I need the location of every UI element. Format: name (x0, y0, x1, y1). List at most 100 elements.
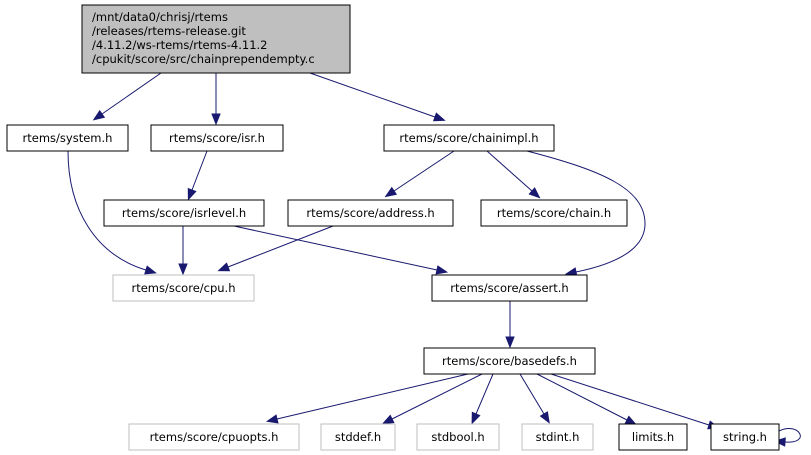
arrowhead (384, 186, 398, 198)
node-label: rtems/score/cpu.h (131, 281, 235, 295)
edge-line (67, 150, 147, 271)
edge-line (276, 373, 469, 420)
arrowhead (505, 336, 515, 349)
edge-isr-to-isrlevel (187, 150, 208, 201)
node-address[interactable]: rtems/score/address.h (287, 199, 454, 227)
node-stddef: stddef.h (320, 423, 396, 451)
node-box (320, 423, 396, 451)
node-label: rtems/score/cpuopts.h (150, 430, 279, 444)
arrowhead (265, 414, 279, 424)
edge-line (227, 225, 334, 268)
arrowhead (471, 411, 481, 425)
edge-chainimpl-to-address (384, 150, 455, 198)
arrowhead (187, 187, 197, 201)
edge-chainimpl-to-chain (486, 150, 541, 199)
node-cpu: rtems/score/cpu.h (112, 274, 255, 302)
edge-line (475, 373, 494, 415)
edge-basedefs-to-stdint (519, 373, 550, 424)
arrowhead (217, 262, 231, 272)
arrowhead (624, 415, 638, 426)
node-box (431, 274, 588, 302)
node-label: limits.h (632, 430, 674, 444)
node-label: stddef.h (335, 430, 381, 444)
arrowhead (539, 411, 550, 424)
edge-isrlevel-to-cpu (178, 226, 188, 276)
edge-basedefs-to-limits (536, 373, 638, 426)
node-label: stdbool.h (431, 430, 484, 444)
edge-root-to-isr (211, 73, 221, 126)
node-label: rtems/score/chain.h (497, 206, 611, 220)
arrowhead (773, 437, 786, 447)
node-label-line: /cpukit/score/src/chainprependempty.c (92, 52, 315, 66)
edge-line (233, 225, 438, 271)
edge-line (191, 150, 208, 191)
node-label: string.h (723, 430, 767, 444)
node-label: rtems/score/chainimpl.h (399, 131, 538, 145)
node-box (81, 4, 351, 74)
edge-line (519, 373, 545, 415)
node-cpuopts: rtems/score/cpuopts.h (128, 423, 300, 451)
arrowhead (381, 414, 395, 425)
node-chain[interactable]: rtems/score/chain.h (480, 199, 628, 227)
node-isrlevel[interactable]: rtems/score/isrlevel.h (103, 199, 265, 227)
edge-line (309, 72, 436, 118)
arrowhead (144, 265, 157, 275)
node-string[interactable]: string.h (710, 423, 780, 451)
edge-address-to-cpu (217, 225, 334, 272)
node-box (480, 199, 628, 227)
edge-line (393, 150, 455, 192)
node-label: rtems/score/address.h (306, 206, 434, 220)
node-isr[interactable]: rtems/score/isr.h (150, 124, 284, 152)
arrowhead (435, 265, 449, 275)
node-basedefs[interactable]: rtems/score/basedefs.h (423, 347, 596, 375)
node-box (710, 423, 780, 451)
edge-basedefs-to-string (550, 373, 720, 430)
edge-line (101, 72, 162, 115)
arrowhead (432, 112, 446, 122)
node-label: rtems/score/isrlevel.h (122, 206, 246, 220)
node-root[interactable]: /mnt/data0/chrisj/rtems/releases/rtems-r… (81, 4, 351, 74)
node-box (112, 274, 255, 302)
edge-isrlevel-to-assert (233, 225, 449, 275)
node-box (416, 423, 500, 451)
node-system[interactable]: rtems/system.h (6, 124, 129, 152)
arrowhead (528, 187, 541, 199)
node-label-line: /4.11.2/ws-rtems/rtems-4.11.2 (92, 38, 268, 52)
node-stdint: stdint.h (521, 423, 594, 451)
node-box (521, 423, 594, 451)
edge-line (526, 150, 646, 273)
edge-line (536, 373, 628, 421)
node-box (150, 124, 284, 152)
edge-string-to-string (773, 428, 801, 447)
edge-line (778, 428, 801, 443)
edge-line (550, 373, 710, 426)
node-limits[interactable]: limits.h (618, 423, 688, 451)
node-assert[interactable]: rtems/score/assert.h (431, 274, 588, 302)
arrowhead (92, 109, 106, 121)
node-box (287, 199, 454, 227)
edge-basedefs-to-stddef (381, 373, 483, 425)
edge-basedefs-to-stdbool (471, 373, 494, 425)
node-label: stdint.h (536, 430, 580, 444)
edge-system-to-cpu (67, 150, 157, 275)
node-box (6, 124, 129, 152)
node-box (618, 423, 688, 451)
edge-root-to-system (92, 72, 162, 121)
edge-line (391, 373, 483, 420)
edge-root-to-chainimpl (309, 72, 446, 122)
edge-line (486, 150, 533, 192)
node-label: rtems/score/basedefs.h (442, 354, 577, 368)
node-label: rtems/score/isr.h (169, 131, 265, 145)
node-label: rtems/system.h (23, 131, 113, 145)
node-box (128, 423, 300, 451)
node-chainimpl[interactable]: rtems/score/chainimpl.h (383, 124, 555, 152)
arrowhead (178, 263, 188, 276)
node-label: rtems/score/assert.h (450, 281, 568, 295)
node-box (103, 199, 265, 227)
node-box (423, 347, 596, 375)
node-label-line: /releases/rtems-release.git (92, 24, 246, 38)
arrowhead (211, 113, 221, 126)
node-stdbool: stdbool.h (416, 423, 500, 451)
node-label-line: /mnt/data0/chrisj/rtems (92, 10, 228, 24)
edge-basedefs-to-cpuopts (265, 373, 469, 424)
